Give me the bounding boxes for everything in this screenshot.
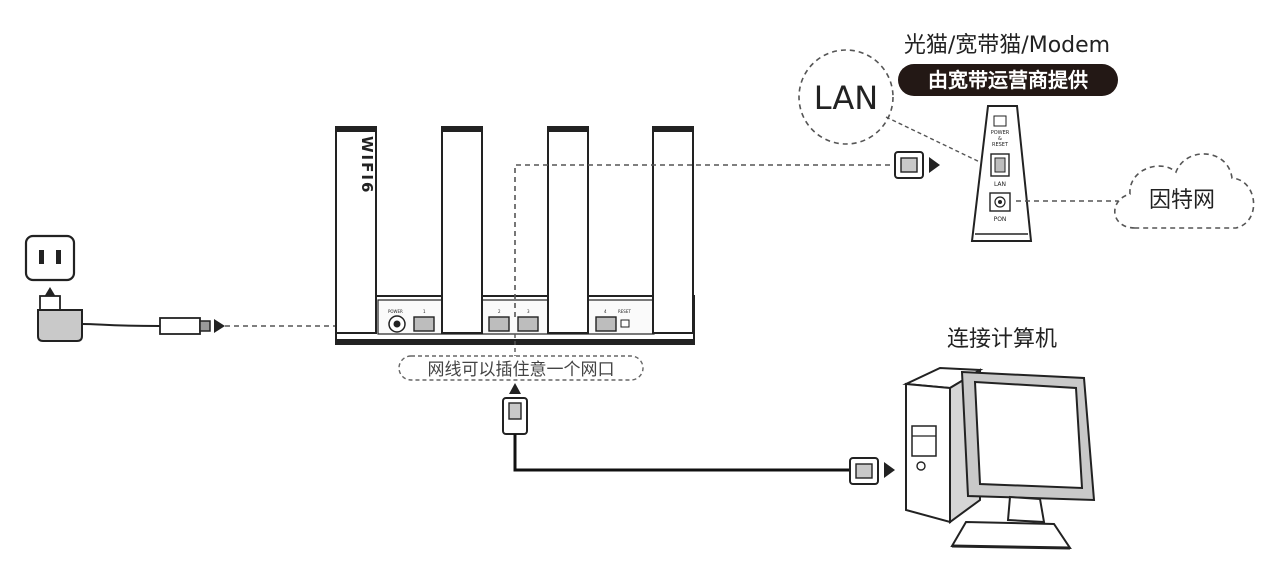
router-lan-port-1 [413,316,435,332]
lan-callout-pointer [885,116,987,166]
router-power-port [388,315,406,333]
modem-power-reset-button [993,115,1007,127]
port-label-4: 4 [604,309,607,314]
internet-label: 因特网 [1149,188,1215,213]
router: WIFI6 POWER 1 2 3 4 RESET [335,126,695,345]
ethernet-plug-icon [849,457,895,485]
modem-port-reset-label: RESET [992,142,1009,148]
router-lan-port-3 [517,316,539,332]
lan-callout-label: LAN [814,79,878,117]
computer-icon [902,366,1096,550]
computer-ethernet-cable [513,434,850,472]
router-port-note: 网线可以插住意一个网口 [398,355,644,381]
arrow-up-icon [509,383,521,394]
antenna-2 [441,126,483,334]
router-port-note-text: 网线可以插住意一个网口 [428,360,615,380]
antenna-1: WIFI6 [335,126,377,334]
port-label-2: 2 [498,309,501,314]
lan-callout: LAN [798,49,894,145]
modem-subtitle-badge: 由宽带运营商提供 [898,64,1118,96]
port-label-1: 1 [423,309,426,314]
router-logo: WIFI6 [358,136,376,194]
router-lan-port-2 [488,316,510,332]
modem-device: POWER & RESET LAN PON [970,105,1033,242]
port-label-power: POWER [388,309,403,314]
antenna-3 [547,126,589,334]
modem-title: 光猫/宽带猫/Modem [904,33,1110,58]
dc-plug-icon [159,317,225,335]
router-reset-button [620,319,630,328]
arrow-up-icon [44,287,56,297]
modem-port-pon-label: PON [994,216,1007,223]
modem-port-power-label: POWER [991,130,1010,136]
computer-label: 连接计算机 [947,327,1057,352]
internet-cloud-icon: 因特网 [1114,153,1255,229]
modem-port-lan-label: LAN [994,181,1006,188]
wall-socket-icon [24,234,76,282]
port-label-3: 3 [527,309,530,314]
ethernet-plug-icon [894,151,940,179]
ethernet-plug-vertical-icon [502,397,528,435]
port-label-reset: RESET [618,309,631,314]
router-lan-port-4 [595,316,617,332]
modem-port-and-label: & [998,136,1002,142]
modem-subtitle: 由宽带运营商提供 [928,68,1088,92]
antenna-4 [652,126,694,334]
power-adapter-icon [37,295,161,342]
